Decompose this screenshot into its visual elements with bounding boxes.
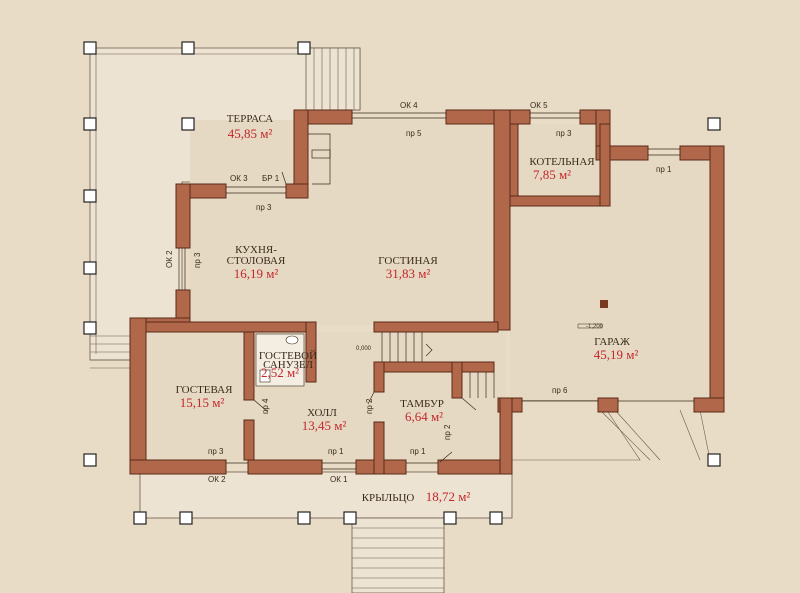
tag-pr3-kitchen-door: пр 3 — [256, 203, 272, 212]
pillar — [179, 511, 193, 525]
kitchen-name-line1: КУХНЯ- — [235, 244, 277, 256]
kitchen-area: 16,19 м² — [234, 266, 279, 281]
tag-ok3: ОК 3 — [230, 174, 248, 183]
living-name: ГОСТИНАЯ — [378, 255, 438, 267]
pillar — [83, 321, 97, 335]
hall-area: 13,45 м² — [302, 418, 347, 433]
tag-pr4: пр 4 — [261, 398, 270, 414]
pillar — [83, 261, 97, 275]
tag-pr6: пр 6 — [552, 386, 568, 395]
vestibule-area: 6,64 м² — [405, 409, 443, 424]
bathroom-name-line1: ГОСТЕВОЙ — [259, 350, 317, 362]
pillar — [83, 117, 97, 131]
pillar — [343, 511, 357, 525]
pillar — [297, 511, 311, 525]
tag-pr2-hall: пр 2 — [365, 398, 374, 414]
tag-level-mark: 0,000 — [356, 346, 372, 352]
kitchen-counter — [308, 133, 331, 185]
pillar — [489, 511, 503, 525]
pillar — [83, 453, 97, 467]
guest-name: ГОСТЕВАЯ — [176, 384, 234, 396]
tag-ok2-left: ОК 2 — [165, 250, 174, 268]
walls — [129, 109, 725, 475]
doors — [253, 171, 477, 463]
tag-pr3-left: пр 3 — [193, 252, 202, 268]
pillar — [133, 511, 147, 525]
pillar — [83, 41, 97, 55]
sink-icon — [285, 335, 299, 345]
tag-br1: БР 1 — [262, 174, 280, 183]
pillar — [181, 117, 195, 131]
tag-pr1-garage: пр 1 — [656, 165, 672, 174]
boiler-name: КОТЕЛЬНАЯ — [529, 156, 595, 168]
guest-area: 15,15 м² — [180, 395, 225, 410]
tag-ok2-bottom: ОК 2 — [208, 475, 226, 484]
terrace-area: 45,85 м² — [228, 126, 273, 141]
garage-level-marker — [577, 323, 603, 329]
tag-pr3-bottom: пр 3 — [208, 447, 224, 456]
kitchen-name-line2: СТОЛОВАЯ — [227, 255, 286, 267]
tag-pr1-bottom-mid: пр 1 — [328, 447, 344, 456]
toilet-icon — [259, 369, 271, 383]
bathroom-name-line2: САНУЗЕЛ — [263, 359, 313, 371]
boiler-area: 7,85 м² — [533, 167, 571, 182]
tag-pr1-bottom-right: пр 1 — [410, 447, 426, 456]
interior-stairs — [381, 332, 495, 398]
living-area: 31,83 м² — [386, 266, 431, 281]
tag-garage-level: -1,200 — [586, 324, 604, 330]
tag-ok1-bottom: ОК 1 — [330, 475, 348, 484]
porch-area: 18,72 м² — [426, 489, 471, 504]
pillar — [181, 41, 195, 55]
porch-deck — [139, 471, 513, 593]
terrace-name: ТЕРРАСА — [227, 113, 273, 125]
pillar — [443, 511, 457, 525]
pillar — [297, 41, 311, 55]
hall-name: ХОЛЛ — [307, 407, 337, 419]
tag-ok4: ОК 4 — [400, 101, 418, 110]
pillar — [83, 189, 97, 203]
porch-name: КРЫЛЬЦО — [362, 492, 415, 504]
pillars — [83, 41, 721, 525]
pillar — [707, 117, 721, 131]
tag-pr2-vest: пр 2 — [443, 424, 452, 440]
tag-pr5: пр 5 — [406, 129, 422, 138]
garage-name: ГАРАЖ — [594, 336, 630, 348]
bathroom-area: 2,52 м² — [261, 365, 299, 380]
garage-area: 45,19 м² — [594, 347, 639, 362]
garage-column-icon — [600, 300, 608, 308]
pillar — [707, 453, 721, 467]
vestibule-name: ТАМБУР — [400, 398, 444, 410]
windows — [178, 112, 694, 470]
bathroom-fixtures — [255, 333, 305, 387]
interior-floor — [146, 120, 718, 460]
tag-ok5: ОК 5 — [530, 101, 548, 110]
tag-pr3-boiler: пр 3 — [556, 129, 572, 138]
